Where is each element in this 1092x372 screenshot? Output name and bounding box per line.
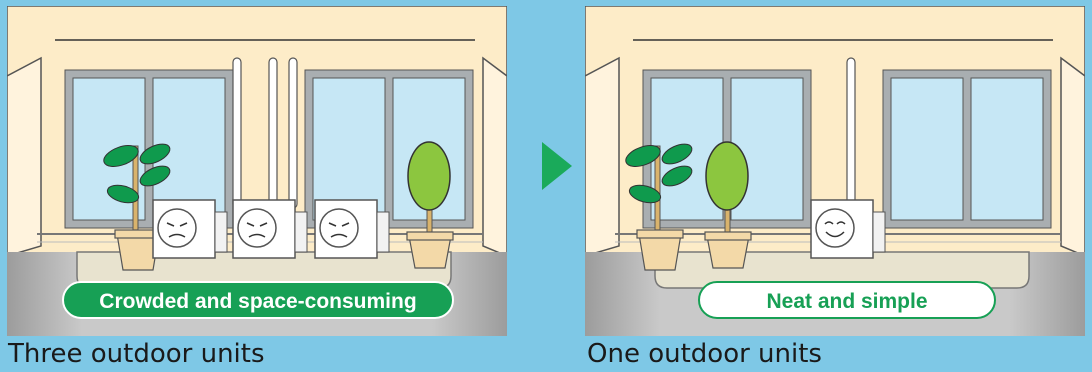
caption-right: One outdoor units — [587, 336, 822, 372]
side-wall-left — [585, 58, 619, 256]
left-scene: Crowded and space-consuming — [7, 6, 507, 336]
window-right — [883, 70, 1051, 228]
side-wall-right — [483, 58, 507, 256]
side-wall-right — [1061, 58, 1085, 256]
right-scene: Neat and simple — [585, 6, 1085, 336]
side-wall-left — [7, 58, 41, 256]
caption-left: Three outdoor units — [8, 336, 265, 372]
transition-arrow-icon — [540, 140, 574, 196]
badge-label: Crowded and space-consuming — [99, 290, 416, 313]
refrigerant-pipe — [847, 58, 855, 208]
crowded-badge: Crowded and space-consuming — [63, 282, 453, 318]
badge-label: Neat and simple — [766, 290, 927, 313]
neat-badge: Neat and simple — [699, 282, 995, 318]
